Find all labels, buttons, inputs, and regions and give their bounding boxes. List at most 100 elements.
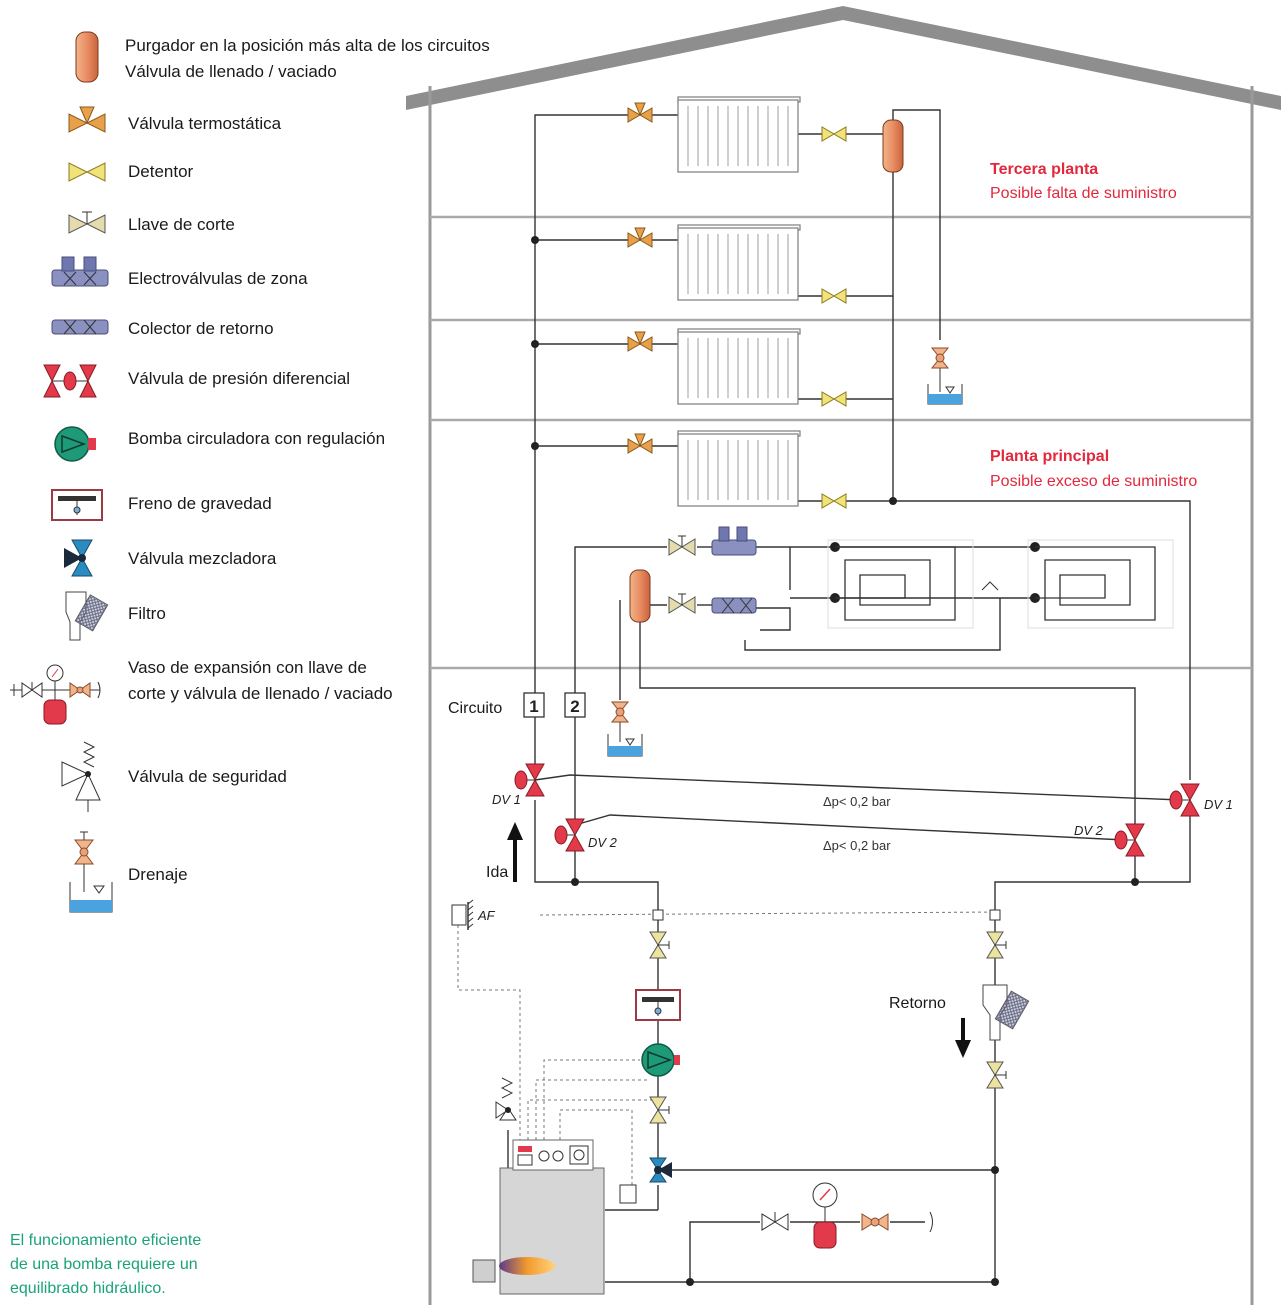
main-floor-note: Posible exceso de suministro (990, 473, 1197, 490)
thermostatic-valve (627, 331, 653, 352)
radiator (677, 224, 801, 301)
circuit-2-number: 2 (570, 697, 579, 716)
pipework (457, 109, 1191, 1286)
lockshield-valve (821, 288, 847, 304)
shutoff-valve (668, 593, 696, 614)
return-manifold (711, 597, 757, 614)
thermostatic-valve (627, 433, 653, 454)
circuit-1-number: 1 (529, 697, 538, 716)
bleeder (629, 569, 651, 623)
mixing-valve-icon (64, 539, 93, 577)
radiator (677, 96, 801, 173)
gravity-brake-icon (51, 489, 103, 521)
legend-thermostatic-valve: Válvula termostática (128, 114, 282, 133)
circulator-pump-icon (54, 426, 96, 462)
legend-circulator-pump: Bomba circuladora con regulación (128, 429, 385, 448)
differential-pressure-valve-icon (43, 364, 97, 398)
underfloor-heating-loops (827, 539, 1174, 629)
shutoff-valve (986, 1061, 1007, 1089)
legend-filter: Filtro (128, 604, 166, 623)
differential-pressure-valve (514, 763, 545, 797)
differential-pressure-valves (514, 763, 1200, 857)
legend-shutoff-valve: Llave de corte (128, 215, 235, 234)
lockshield-valve (821, 391, 847, 407)
expansion-vessel-group (761, 1182, 933, 1249)
building (406, 6, 1281, 1305)
circuit-2-supply-pipe (574, 546, 667, 825)
filter-icon (65, 591, 109, 641)
legend-return-manifold: Colector de retorno (128, 319, 274, 338)
thermostatic-valves (627, 102, 653, 454)
legend-lockshield: Detentor (128, 162, 194, 181)
radiators (677, 96, 801, 507)
differential-pressure-valve (1114, 823, 1145, 857)
third-floor-note: Posible falta de suministro (990, 185, 1177, 202)
dv2-left-label: DV 2 (588, 835, 618, 850)
legend-expansion-vessel-line2: corte y válvula de llenado / vaciado (128, 684, 393, 703)
footnote-line2: de una bomba requiere un (10, 1256, 198, 1273)
lockshield-valve (821, 493, 847, 509)
dv1-left-label: DV 1 (492, 792, 521, 807)
dp1-label: Δp< 0,2 bar (823, 794, 891, 809)
third-floor-title: Tercera planta (990, 161, 1098, 178)
shutoff-valve (649, 931, 670, 959)
legend-safety-valve: Válvula de seguridad (128, 767, 287, 786)
circuit-1-supply-pipe (534, 114, 630, 765)
return-label: Retorno (889, 995, 946, 1012)
legend-mixing-valve: Válvula mezcladora (128, 549, 277, 568)
dv1-right-label: DV 1 (1204, 797, 1233, 812)
drain-icon (69, 831, 113, 913)
legend-zone-valves: Electroválvulas de zona (128, 269, 308, 288)
thermostatic-valve (627, 102, 653, 123)
legend-gravity-brake: Freno de gravedad (128, 494, 272, 513)
lockshield-icon (68, 162, 106, 182)
shutoff-valve (649, 1096, 670, 1124)
return-manifold-icon (51, 319, 109, 335)
dp2-label: Δp< 0,2 bar (823, 838, 891, 853)
legend-bleeder: Purgador en la posición más alta de los … (125, 36, 490, 55)
safety-valve (495, 1077, 517, 1121)
flow-label: Ida (486, 864, 508, 881)
legend-differential-pressure-valve: Válvula de presión diferencial (128, 369, 350, 388)
shutoff-valve-icon (68, 211, 106, 234)
footnote-line3: equilibrado hidráulico. (10, 1280, 166, 1297)
expansion-vessel-icon (10, 664, 101, 725)
thermostatic-valve-icon (68, 106, 106, 133)
differential-pressure-valve (554, 818, 585, 852)
flow-arrow-up (507, 822, 523, 882)
boiler (472, 1139, 605, 1295)
bleeder-icon (75, 31, 99, 83)
circulator-pump (641, 1043, 680, 1077)
circuit-label: Circuito (448, 700, 502, 717)
shutoff-valves (649, 535, 1007, 1124)
flow-arrow-down (955, 1018, 971, 1058)
safety-valve-icon (61, 741, 101, 812)
lockshield-valves (821, 126, 847, 509)
gravity-brake (635, 989, 681, 1021)
bleeder (882, 119, 904, 173)
shutoff-valve (986, 931, 1007, 959)
zone-valves (711, 526, 757, 556)
dv2-right-label: DV 2 (1074, 823, 1104, 838)
legend-fill-drain-valve: Válvula de llenado / vaciado (125, 62, 337, 81)
footnote-line1: El funcionamiento eficiente (10, 1232, 201, 1249)
af-label: AF (477, 908, 496, 923)
zone-valves-icon (51, 256, 109, 287)
legend-drain: Drenaje (128, 865, 188, 884)
lockshield-valve (821, 126, 847, 142)
radiator (677, 328, 801, 405)
mixing-valve (649, 1157, 672, 1183)
shutoff-valve (668, 535, 696, 556)
drain (607, 701, 643, 757)
differential-pressure-valve (1169, 783, 1200, 817)
filter (982, 984, 1030, 1041)
legend: Purgador en la posición más alta de los … (10, 31, 490, 913)
roof (406, 6, 1281, 110)
mixer-actuator (619, 1184, 637, 1204)
main-floor-title: Planta principal (990, 448, 1109, 465)
radiator (677, 430, 801, 507)
outdoor-sensor (451, 899, 474, 930)
drain (927, 347, 963, 405)
legend-expansion-vessel-line1: Vaso de expansión con llave de (128, 658, 367, 677)
